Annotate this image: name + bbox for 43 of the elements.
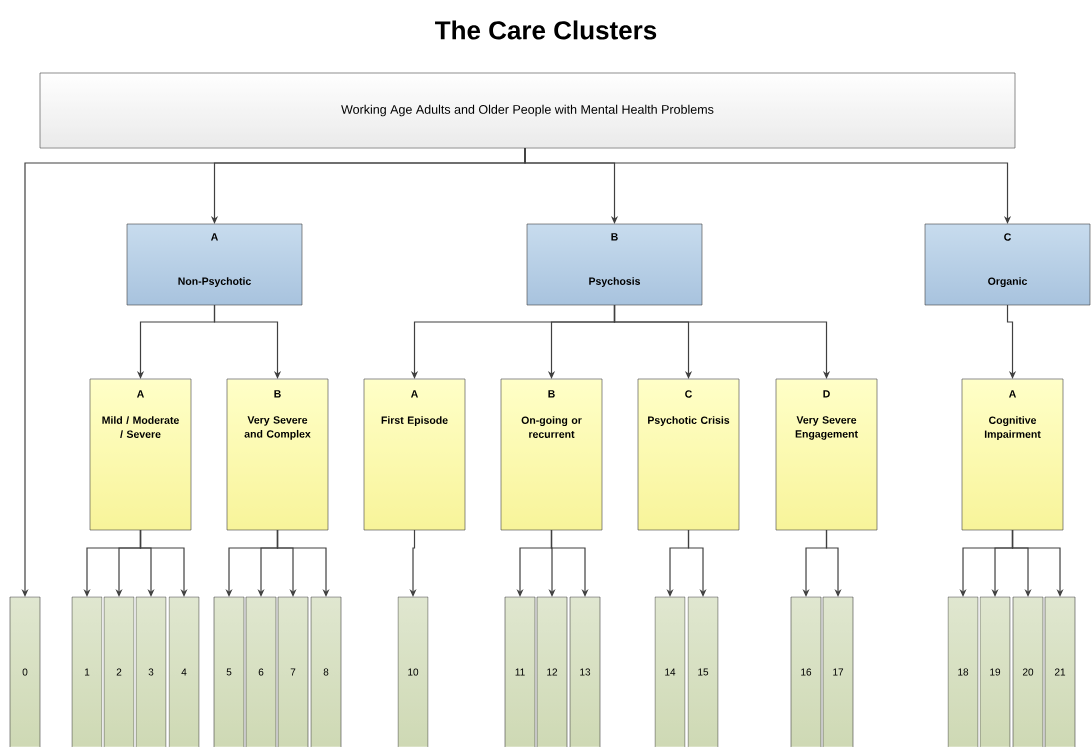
arrow: [687, 529, 707, 597]
cluster-box: 21: [1044, 596, 1076, 747]
arrow: [1006, 304, 1017, 379]
cluster-box: 18: [947, 596, 979, 747]
cluster-box: 16: [790, 596, 822, 747]
cluster-box: 0: [9, 596, 41, 747]
subcategory-box: B On-going or recurrent: [500, 378, 603, 531]
cluster-box: 3: [135, 596, 167, 747]
cluster-box: 14: [654, 596, 686, 747]
cluster-box: 20: [1012, 596, 1044, 747]
cluster-box: 2: [103, 596, 135, 747]
arrow: [524, 147, 1012, 224]
cluster-box: 7: [277, 596, 309, 747]
cluster-box: 19: [979, 596, 1011, 747]
cluster-box: 11: [504, 596, 536, 747]
arrow: [1011, 529, 1064, 597]
category-box: C Organic: [924, 223, 1091, 306]
cluster-box: 10: [397, 596, 429, 747]
cluster-box: 8: [310, 596, 342, 747]
cluster-box: 4: [168, 596, 200, 747]
subcategory-box: B Very Severe and Complex: [226, 378, 329, 531]
cluster-box: 13: [569, 596, 601, 747]
category-box: B Psychosis: [526, 223, 703, 306]
arrow: [550, 529, 589, 597]
title: The Care Clusters: [435, 20, 657, 40]
subcategory-box: A First Episode: [363, 378, 466, 531]
subcategory-box: A Cognitive Impairment: [961, 378, 1064, 531]
arrow: [213, 304, 282, 379]
cluster-box: 1: [71, 596, 103, 747]
subcategory-box: C Psychotic Crisis: [637, 378, 740, 531]
arrow: [276, 529, 330, 597]
arrow: [825, 529, 842, 597]
cluster-box: 5: [213, 596, 245, 747]
cluster-box: 17: [822, 596, 854, 747]
subcategory-box: D Very Severe Engagement: [775, 378, 878, 531]
cluster-box: 6: [245, 596, 277, 747]
category-box: A Non-Psychotic: [126, 223, 303, 306]
arrow: [139, 529, 188, 597]
subcategory-box: A Mild / Moderate / Severe: [89, 378, 192, 531]
arrow: [613, 304, 831, 379]
cluster-box: 12: [536, 596, 568, 747]
cluster-box: 15: [687, 596, 719, 747]
population-box: Working Age Adults and Older People with Mental Health Problems: [39, 72, 1016, 149]
